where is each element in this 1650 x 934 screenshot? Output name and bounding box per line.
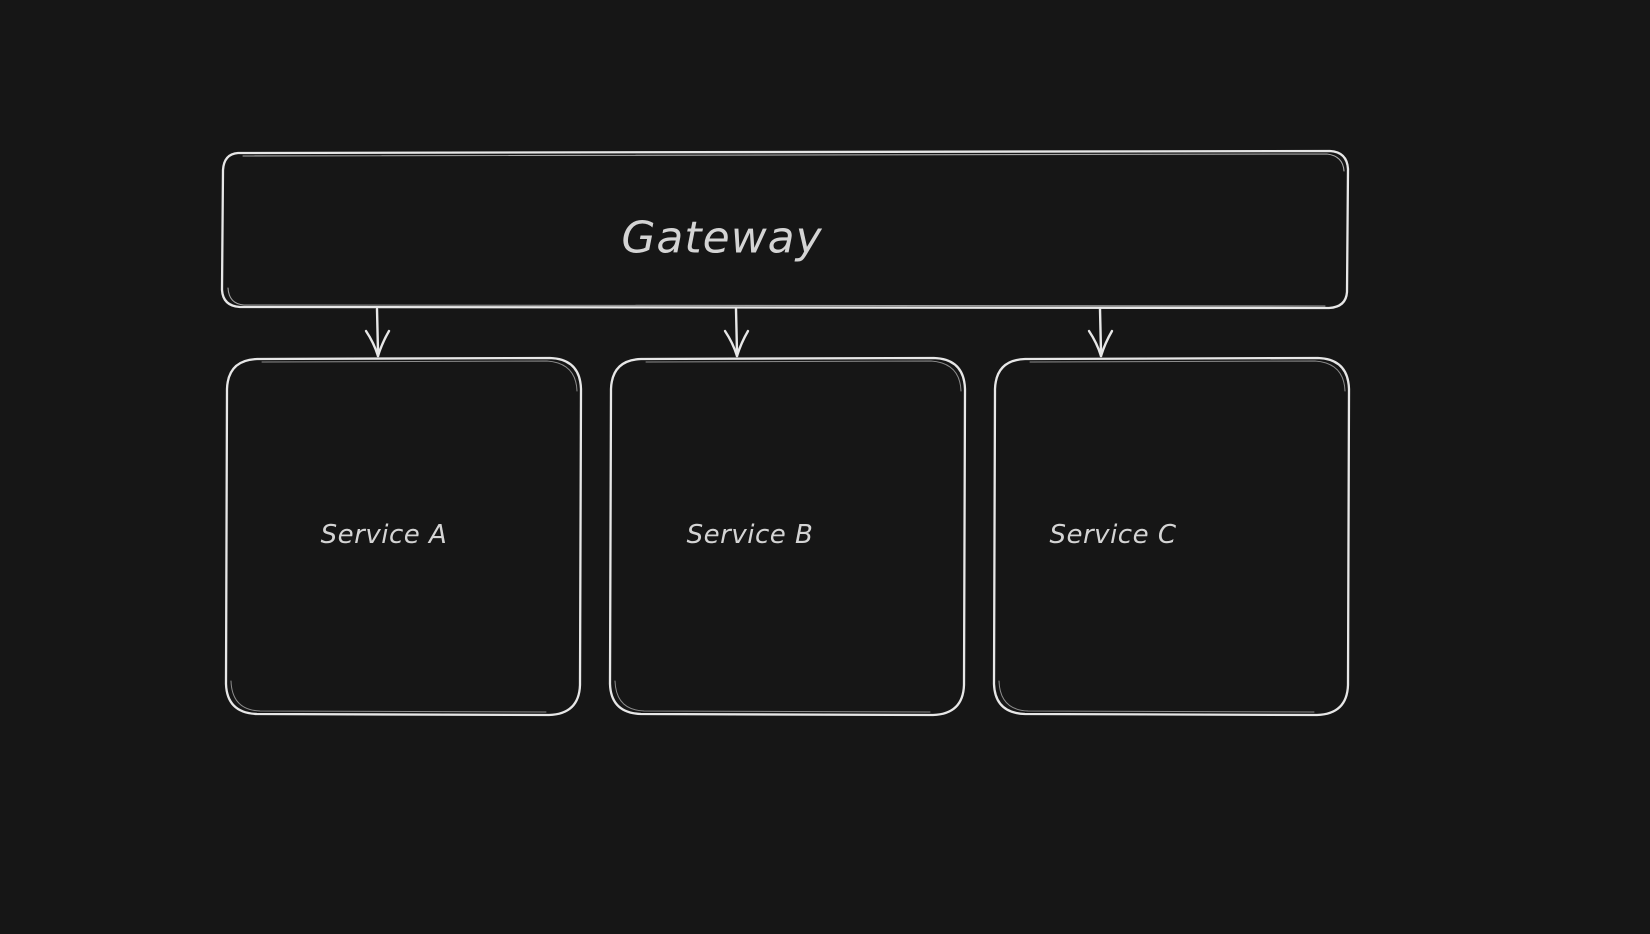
node-shape-service-b[interactable] [608, 356, 967, 717]
node-label-gateway: Gateway [621, 212, 823, 264]
node-label-service-a: Service A [320, 520, 448, 550]
node-service-c[interactable] [994, 358, 1349, 715]
node-shape-gateway[interactable] [220, 149, 1350, 310]
edge-gateway-to-service-b[interactable] [723, 307, 750, 358]
node-service-a[interactable] [226, 358, 581, 715]
node-shape-service-c[interactable] [992, 356, 1351, 717]
node-service-b[interactable] [610, 358, 965, 715]
node-gateway[interactable] [222, 152, 1348, 309]
node-label-service-c: Service C [1049, 520, 1177, 550]
edge-gateway-to-service-c[interactable] [1087, 307, 1114, 358]
node-label-service-b: Service B [686, 520, 814, 550]
edge-gateway-to-service-a[interactable] [364, 307, 391, 358]
node-shape-service-a[interactable] [224, 356, 583, 717]
